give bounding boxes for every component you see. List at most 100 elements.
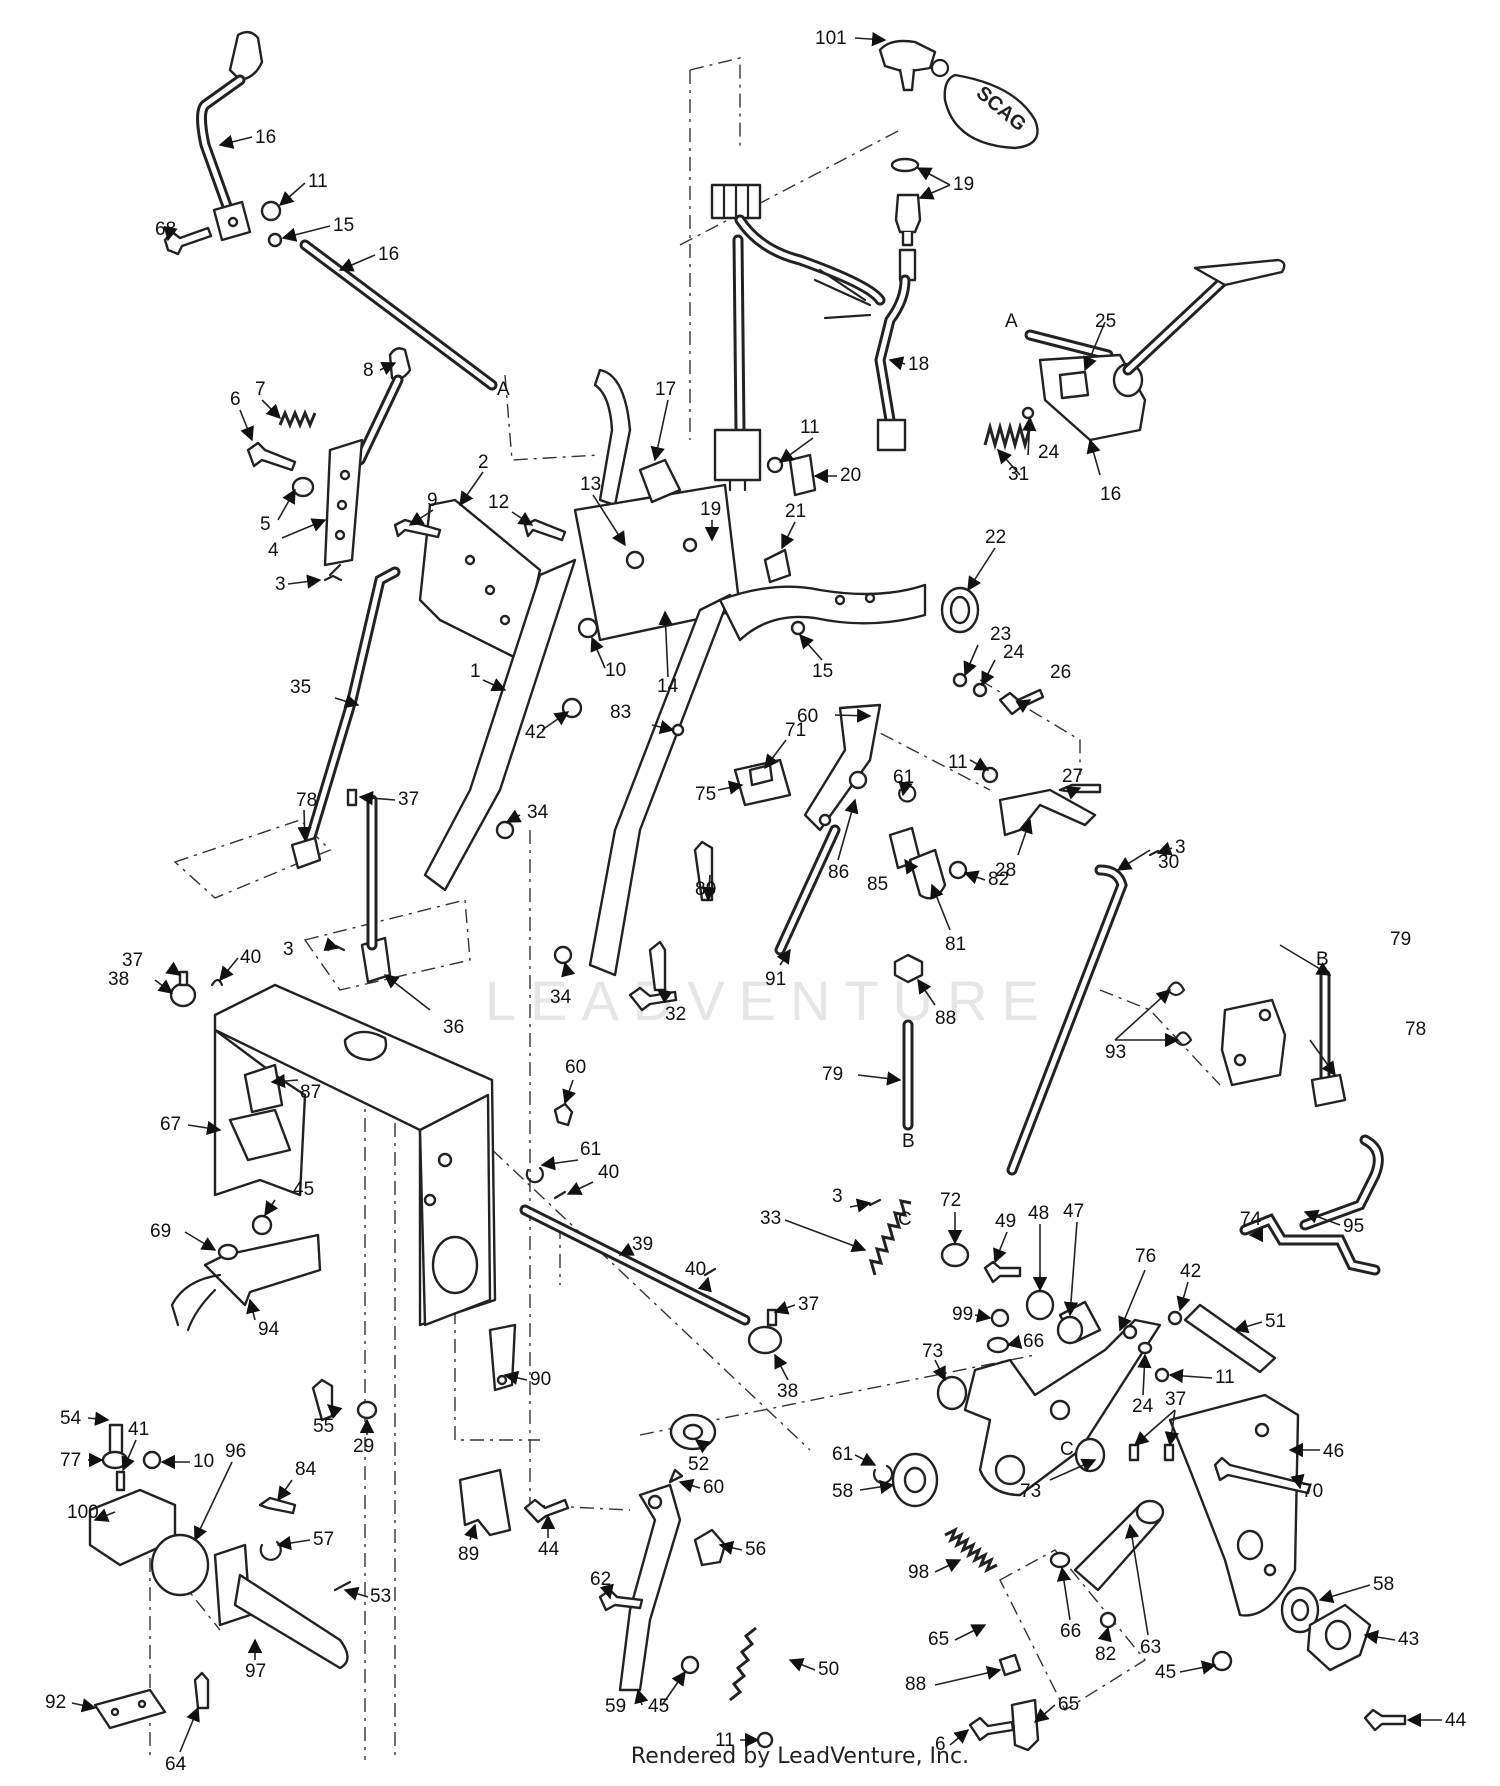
spacer-5-part: [291, 476, 315, 498]
bracket-93-part: [1220, 998, 1287, 1087]
control-frame-part: [423, 368, 927, 977]
callout-14: 14: [657, 676, 679, 697]
callout-24: 24: [1038, 442, 1060, 463]
callout-21: 21: [785, 501, 806, 522]
wire-harness-part: [710, 183, 917, 492]
callout-44: 44: [538, 1539, 560, 1560]
bearing-58-part: [891, 1452, 939, 1508]
callout-11: 11: [1215, 1367, 1235, 1388]
callout-47: 47: [1063, 1201, 1084, 1222]
callout-55: 55: [313, 1416, 334, 1437]
lever-86-part: [803, 703, 882, 832]
ref-letter-b-right: B: [1316, 949, 1329, 970]
callout-72: 72: [940, 1190, 961, 1211]
callout-45: 45: [648, 1696, 669, 1717]
spring-31-part: [983, 421, 1032, 451]
callout-26: 26: [1050, 662, 1071, 683]
bracket-89-part: [458, 1468, 512, 1537]
callout-69: 69: [150, 1221, 171, 1242]
callout-24: 24: [1132, 1396, 1154, 1417]
brake-lever-part: [1024, 258, 1286, 442]
spring-98-part: [944, 1526, 998, 1574]
callout-25: 25: [1095, 311, 1116, 332]
callout-54: 54: [60, 1408, 82, 1429]
switch-17-part: [638, 458, 682, 504]
callout-80: 80: [695, 879, 716, 900]
callout-4: 4: [268, 540, 279, 561]
callout-11: 11: [948, 752, 968, 773]
callout-16: 16: [378, 244, 399, 265]
callout-17: 17: [655, 379, 676, 400]
callout-45: 45: [1155, 1662, 1176, 1683]
leader-lines: [71, 31, 1442, 1753]
callout-100: 100: [67, 1502, 99, 1523]
watermark-text: LEADVENTURE: [485, 969, 1053, 1032]
disc-96-part: [150, 1533, 210, 1597]
callout-15: 15: [812, 661, 833, 682]
callout-35: 35: [290, 677, 311, 698]
callout-60: 60: [797, 706, 818, 727]
callout-73: 73: [1020, 1481, 1041, 1502]
callout-82: 82: [988, 869, 1009, 890]
callout-60: 60: [565, 1057, 586, 1078]
bushing-47-part: [1056, 1300, 1102, 1345]
callout-33: 33: [760, 1208, 781, 1229]
callout-11: 11: [800, 417, 820, 438]
bushing-73-upper-part: [936, 1375, 968, 1411]
callout-8: 8: [363, 360, 374, 381]
callout-34: 34: [527, 802, 549, 823]
callout-10: 10: [605, 660, 626, 681]
callout-43: 43: [1398, 1629, 1419, 1650]
callout-38: 38: [108, 969, 129, 990]
callout-61: 61: [580, 1139, 601, 1160]
callout-37: 37: [122, 950, 143, 971]
callout-28: 28: [995, 860, 1016, 881]
bolt-6-part: [246, 441, 297, 472]
callout-61: 61: [893, 767, 914, 788]
callout-1: 1: [470, 661, 481, 682]
callout-10: 10: [193, 1451, 214, 1472]
callout-67: 67: [160, 1114, 181, 1135]
ignition-key-part: SCAG: [878, 39, 1039, 150]
plate-92-part: [93, 1688, 167, 1730]
callout-51: 51: [1265, 1311, 1286, 1332]
callout-64: 64: [165, 1754, 187, 1775]
callout-95: 95: [1343, 1216, 1364, 1237]
callout-6: 6: [935, 1734, 946, 1755]
callout-85: 85: [867, 874, 888, 895]
callout-24: 24: [1003, 642, 1025, 663]
link-63-part: [1073, 1499, 1165, 1592]
bracket-94-part: [170, 1233, 322, 1332]
callout-36: 36: [443, 1017, 464, 1038]
callout-65: 65: [1058, 1694, 1079, 1715]
callout-88: 88: [905, 1674, 926, 1695]
callout-7: 7: [255, 379, 266, 400]
callout-98: 98: [908, 1562, 929, 1583]
callout-53: 53: [370, 1586, 391, 1607]
callout-59: 59: [605, 1696, 626, 1717]
bearing-58-right-part: [1280, 1586, 1320, 1634]
spring-50-part: [729, 1626, 757, 1702]
callout-88: 88: [935, 1008, 956, 1029]
callout-34: 34: [550, 987, 572, 1008]
callout-16: 16: [255, 127, 276, 148]
callout-40: 40: [685, 1259, 706, 1280]
callout-76: 76: [1135, 1246, 1156, 1267]
clevis-65-part: [1010, 1698, 1040, 1752]
washer-15-part: [267, 232, 283, 248]
callout-19: 19: [700, 499, 721, 520]
callout-61: 61: [832, 1444, 853, 1465]
callout-37: 37: [1165, 1389, 1186, 1410]
callout-3: 3: [832, 1186, 843, 1207]
ref-letter-a-right: A: [1005, 311, 1018, 332]
callout-68: 68: [155, 219, 176, 240]
ref-letter-a-left: A: [497, 379, 510, 400]
callout-86: 86: [828, 862, 849, 883]
spring-33-part: [868, 1199, 912, 1276]
callout-75: 75: [695, 784, 716, 805]
callout-78: 78: [296, 790, 317, 811]
callout-11: 11: [308, 171, 328, 192]
callout-9: 9: [427, 490, 438, 511]
callout-27: 27: [1062, 766, 1083, 787]
swivel-78-right-part: [1310, 1073, 1347, 1108]
